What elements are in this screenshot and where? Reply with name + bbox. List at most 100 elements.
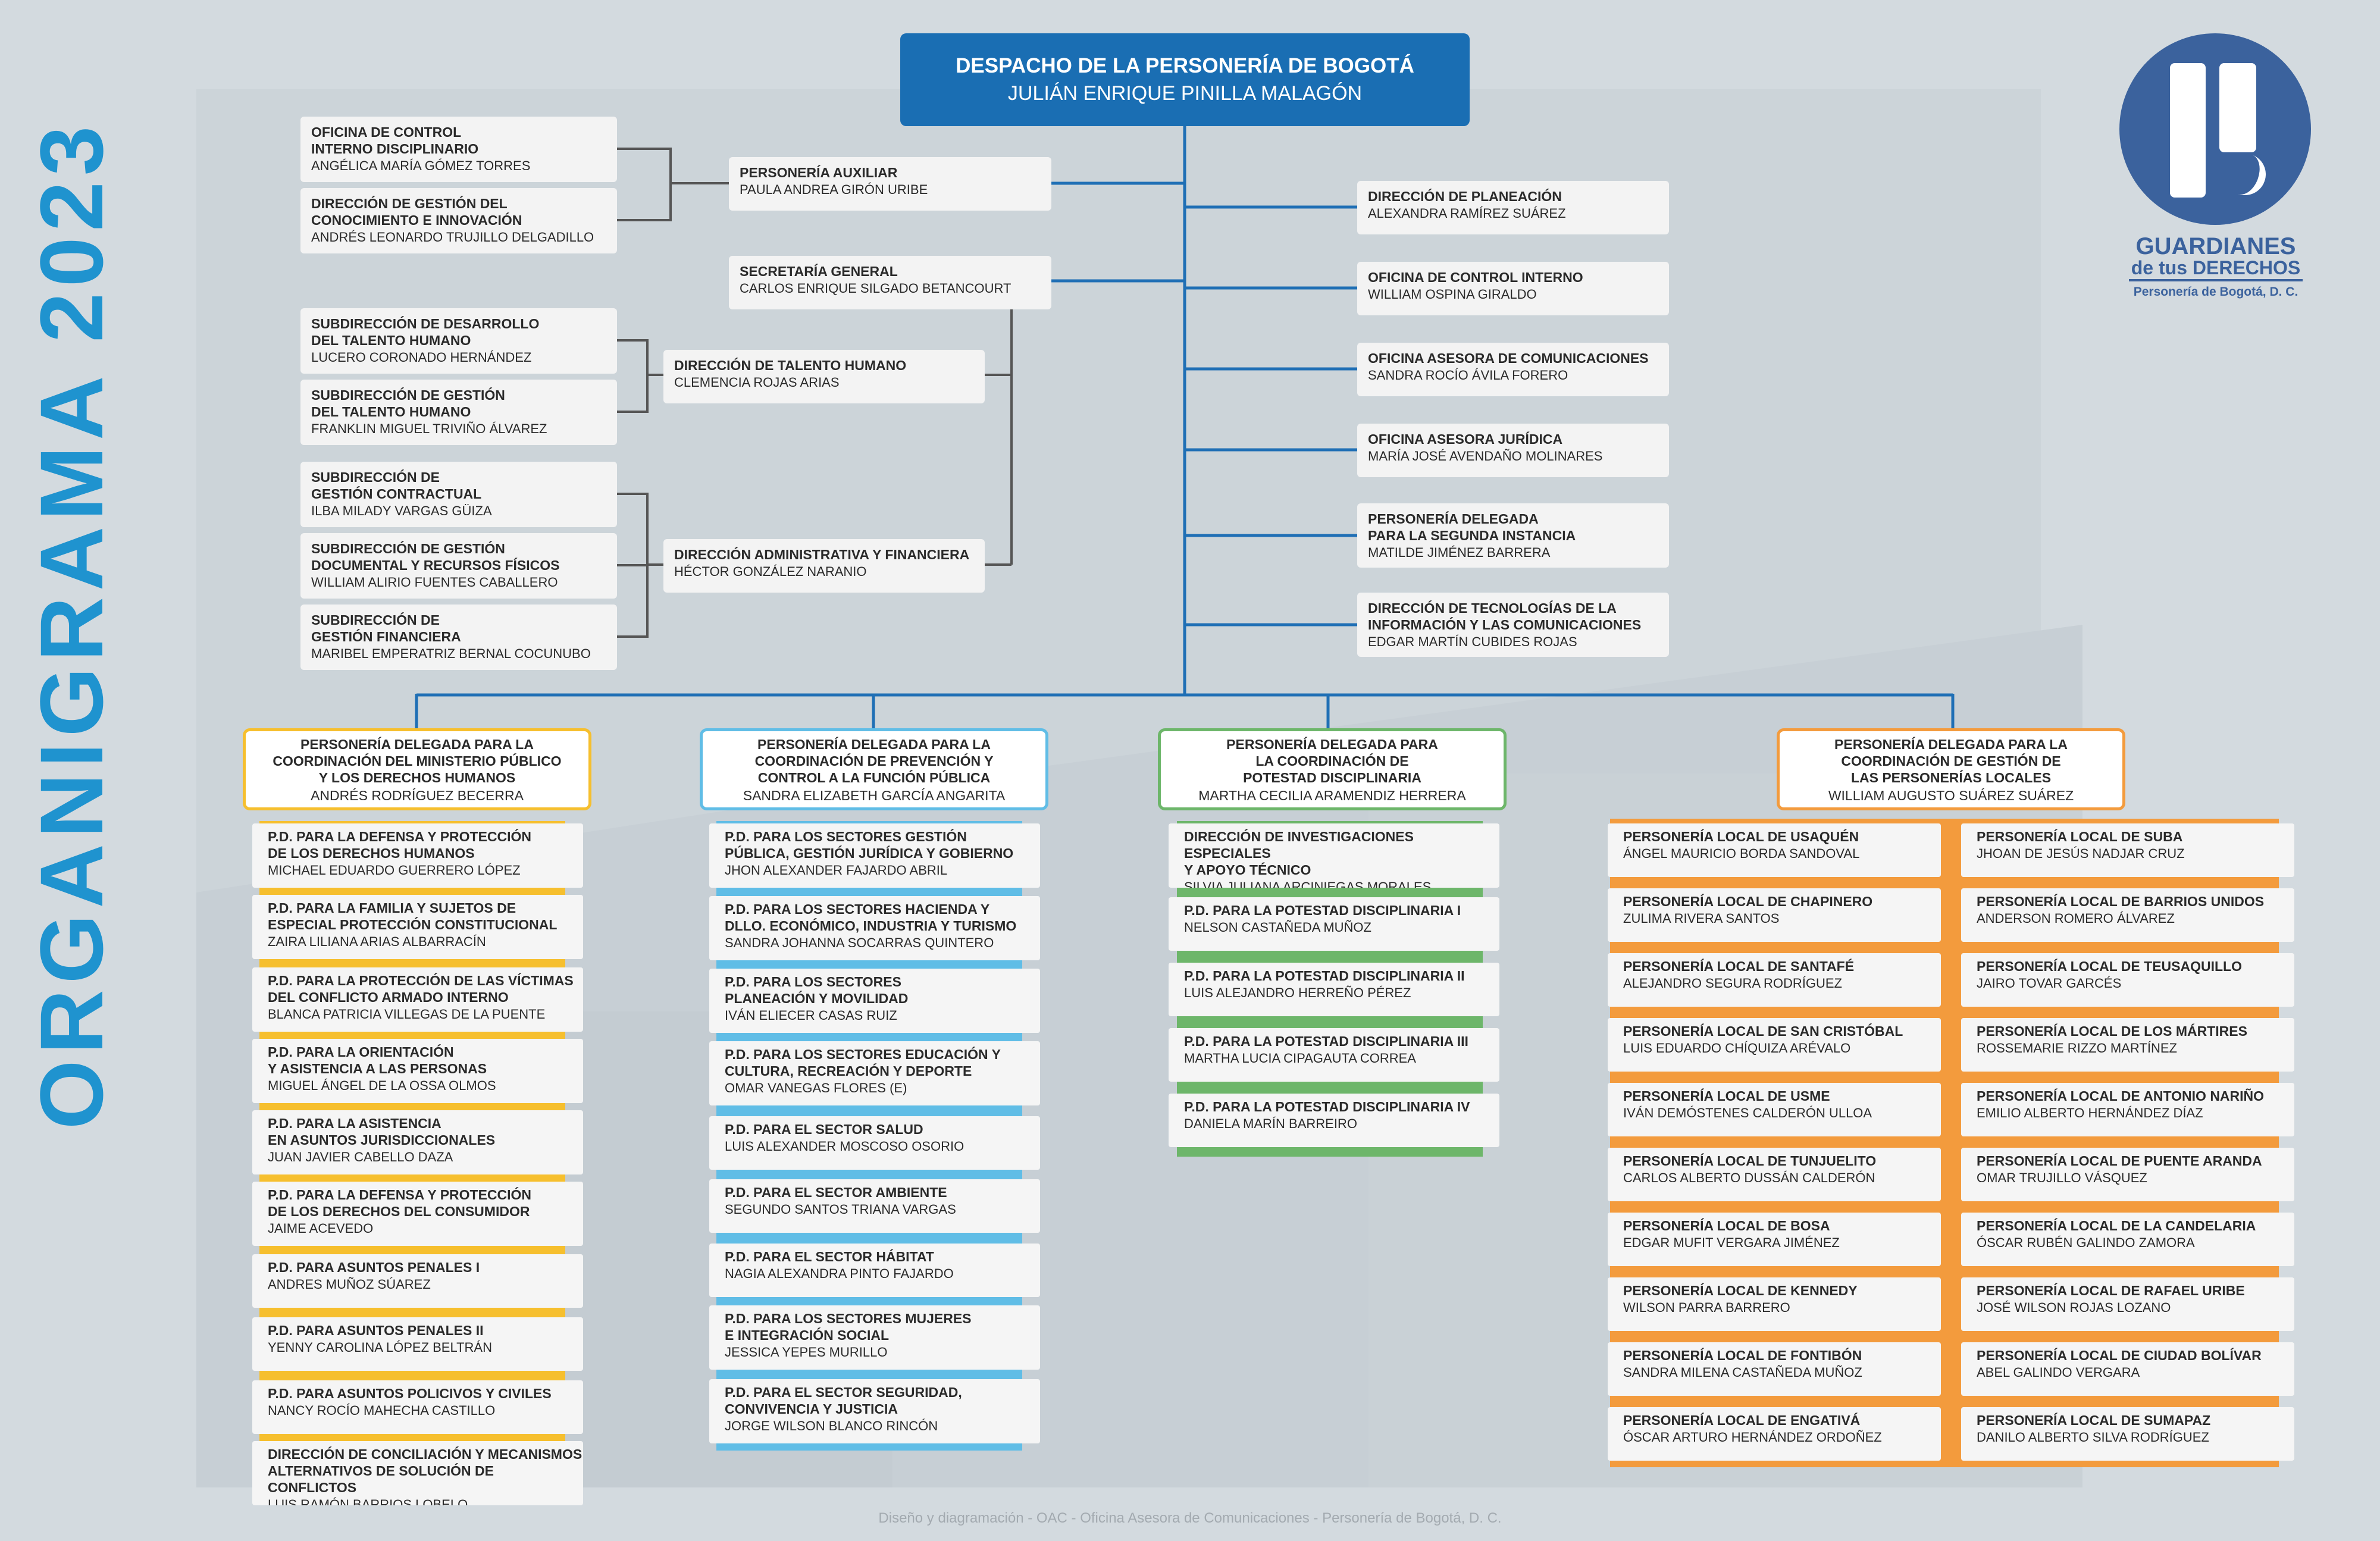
org-box-right-office: PERSONERÍA DELEGADA PARA LA SEGUNDA INST… <box>1357 503 1669 568</box>
brand-line-2: de tus DERECHOS <box>2131 257 2301 278</box>
box-title: OFICINA ASESORA JURÍDICA <box>1368 431 1563 447</box>
item-title: PERSONERÍA LOCAL DE LOS MÁRTIRES <box>1977 1023 2247 1039</box>
item-title: PERSONERÍA LOCAL DE USME <box>1623 1088 1830 1104</box>
box-title: SECRETARÍA GENERAL <box>740 264 898 279</box>
item-title: PERSONERÍA LOCAL DE SUMAPAZ <box>1977 1412 2211 1428</box>
item-title: P.D. PARA LOS SECTORES EDUCACIÓN Y CULTU… <box>725 1047 1001 1079</box>
item-title: PERSONERÍA LOCAL DE PUENTE ARANDA <box>1977 1153 2262 1169</box>
item-title: PERSONERÍA LOCAL DE KENNEDY <box>1623 1283 1858 1298</box>
logo-crescent <box>2218 148 2272 201</box>
vertical-title: ORGANIGRAMA 2023 <box>21 120 121 1130</box>
item-title: P.D. PARA LOS SECTORES MUJERES E INTEGRA… <box>725 1311 972 1343</box>
col1-item: P.D. PARA LA PROTECCIÓN DE LAS VÍCTIMAS … <box>252 967 583 1032</box>
item-name: MIGUEL ÁNGEL DE LA OSSA OLMOS <box>268 1078 496 1093</box>
col2-item: P.D. PARA LOS SECTORES HACIENDA Y DLLO. … <box>709 896 1040 960</box>
item-title: P.D. PARA LOS SECTORES GESTIÓN PÚBLICA, … <box>725 829 1014 861</box>
head-title: PERSONERÍA DELEGADA PARA LA COORDINACIÓN… <box>754 737 994 785</box>
box-name: MARIBEL EMPERATRIZ BERNAL COCUNUBO <box>311 646 591 661</box>
box-title: DIRECCIÓN DE TECNOLOGÍAS DE LA INFORMACI… <box>1368 600 1642 632</box>
box-name: WILLIAM OSPINA GIRALDO <box>1368 287 1537 302</box>
item-name: ZAIRA LILIANA ARIAS ALBARRACÍN <box>268 934 486 949</box>
box-name: MARÍA JOSÉ AVENDAÑO MOLINARES <box>1368 449 1603 463</box>
col2-item: P.D. PARA EL SECTOR SEGURIDAD, CONVIVENC… <box>709 1379 1040 1443</box>
item-name: CARLOS ALBERTO DUSSÁN CALDERÓN <box>1623 1170 1875 1185</box>
box-title: PERSONERÍA DELEGADA PARA LA SEGUNDA INST… <box>1368 511 1576 543</box>
col2-item: P.D. PARA LOS SECTORES EDUCACIÓN Y CULTU… <box>709 1041 1040 1105</box>
item-name: ABEL GALINDO VERGARA <box>1977 1365 2140 1380</box>
item-title: PERSONERÍA LOCAL DE USAQUÉN <box>1623 829 1859 844</box>
org-box-talento-humano: DIRECCIÓN DE TALENTO HUMANO CLEMENCIA RO… <box>663 350 985 403</box>
org-box-aux-child: OFICINA DE CONTROL INTERNO DISCIPLINARIO… <box>300 117 617 182</box>
item-title: P.D. PARA LA POTESTAD DISCIPLINARIA IV <box>1184 1099 1470 1114</box>
head-name: SANDRA ELIZABETH GARCÍA ANGARITA <box>743 788 1006 803</box>
item-title: PERSONERÍA LOCAL DE SANTAFÉ <box>1623 959 1855 974</box>
org-box-talento-child: SUBDIRECCIÓN DE DESARROLLO DEL TALENTO H… <box>300 308 617 374</box>
item-title: P.D. PARA EL SECTOR SEGURIDAD, CONVIVENC… <box>725 1385 962 1417</box>
org-box-admin-child: SUBDIRECCIÓN DE GESTIÓN DOCUMENTAL Y REC… <box>300 533 617 599</box>
brand-line-3: Personería de Bogotá, D. C. <box>2133 285 2298 299</box>
item-title: PERSONERÍA LOCAL DE BARRIOS UNIDOS <box>1977 894 2265 909</box>
box-title: PERSONERÍA AUXILIAR <box>740 165 898 180</box>
col2-item: P.D. PARA LOS SECTORES MUJERES E INTEGRA… <box>709 1305 1040 1370</box>
item-name: NELSON CASTAÑEDA MUÑOZ <box>1184 920 1371 935</box>
box-title: DIRECCIÓN DE GESTIÓN DEL CONOCIMIENTO E … <box>311 196 522 228</box>
item-name: SANDRA JOHANNA SOCARRAS QUINTERO <box>725 935 994 950</box>
despacho-name: JULIÁN ENRIQUE PINILLA MALAGÓN <box>1007 82 1363 105</box>
despacho-title: DESPACHO DE LA PERSONERÍA DE BOGOTÁ <box>956 54 1414 77</box>
org-box-talento-child: SUBDIRECCIÓN DE GESTIÓN DEL TALENTO HUMA… <box>300 380 617 445</box>
item-title: P.D. PARA ASUNTOS POLICIVOS Y CIVILES <box>268 1386 552 1401</box>
org-box-administrativa: DIRECCIÓN ADMINISTRATIVA Y FINANCIERA HÉ… <box>663 539 985 593</box>
box-title: DIRECCIÓN DE PLANEACIÓN <box>1368 189 1562 204</box>
item-name: ANDRES MUÑOZ SÚAREZ <box>268 1277 431 1292</box>
box-name: HÉCTOR GONZÁLEZ NARANIO <box>674 564 867 579</box>
col4-head: PERSONERÍA DELEGADA PARA LA COORDINACIÓN… <box>1777 728 2125 810</box>
item-title: P.D. PARA LA POTESTAD DISCIPLINARIA I <box>1184 903 1461 918</box>
box-name: FRANKLIN MIGUEL TRIVIÑO ÁLVAREZ <box>311 421 547 436</box>
item-title: PERSONERÍA LOCAL DE TUNJUELITO <box>1623 1153 1877 1169</box>
item-name: JORGE WILSON BLANCO RINCÓN <box>725 1418 938 1433</box>
box-title: DIRECCIÓN DE TALENTO HUMANO <box>674 358 907 373</box>
item-title: PERSONERÍA LOCAL DE ANTONIO NARIÑO <box>1977 1088 2265 1104</box>
col1-item: P.D. PARA LA ASISTENCIA EN ASUNTOS JURIS… <box>252 1110 583 1174</box>
org-box-admin-child: SUBDIRECCIÓN DE GESTIÓN FINANCIERA MARIB… <box>300 605 617 670</box>
item-name: ÓSCAR RUBÉN GALINDO ZAMORA <box>1977 1235 2195 1250</box>
box-title: SUBDIRECCIÓN DE DESARROLLO DEL TALENTO H… <box>311 316 540 348</box>
box-title: OFICINA ASESORA DE COMUNICACIONES <box>1368 350 1649 366</box>
item-name: NAGIA ALEXANDRA PINTO FAJARDO <box>725 1266 954 1281</box>
box-title: SUBDIRECCIÓN DE GESTIÓN CONTRACTUAL <box>311 469 482 502</box>
box-name: SANDRA ROCÍO ÁVILA FORERO <box>1368 368 1568 383</box>
item-title: P.D. PARA EL SECTOR HÁBITAT <box>725 1249 934 1264</box>
item-title: P.D. PARA LOS SECTORES PLANEACIÓN Y MOVI… <box>725 974 909 1006</box>
col2-head: PERSONERÍA DELEGADA PARA LA COORDINACIÓN… <box>700 728 1048 810</box>
head-name: MARTHA CECILIA ARAMENDIZ HERRERA <box>1198 788 1466 803</box>
item-name: IVÁN ELIECER CASAS RUIZ <box>725 1008 897 1023</box>
item-name: IVÁN DEMÓSTENES CALDERÓN ULLOA <box>1623 1105 1872 1120</box>
head-name: ANDRÉS RODRÍGUEZ BECERRA <box>311 788 524 803</box>
col2-item: P.D. PARA EL SECTOR HÁBITAT NAGIA ALEXAND… <box>709 1244 1040 1297</box>
col1-item: P.D. PARA LA FAMILIA Y SUJETOS DE ESPECI… <box>252 895 583 959</box>
col1-item: P.D. PARA LA DEFENSA Y PROTECCIÓN DE LOS… <box>252 1182 583 1246</box>
item-name: EDGAR MUFIT VERGARA JIMÉNEZ <box>1623 1235 1840 1250</box>
item-title: P.D. PARA EL SECTOR SALUD <box>725 1122 923 1137</box>
item-title: PERSONERÍA LOCAL DE RAFAEL URIBE <box>1977 1283 2245 1298</box>
box-name: ILBA MILADY VARGAS GÜIZA <box>311 503 492 518</box>
item-name: ANDERSON ROMERO ÁLVAREZ <box>1977 911 2175 926</box>
item-title: P.D. PARA EL SECTOR AMBIENTE <box>725 1185 947 1200</box>
item-name: ROSSEMARIE RIZZO MARTÍNEZ <box>1977 1041 2177 1055</box>
box-name: ANDRÉS LEONARDO TRUJILLO DELGADILLO <box>311 230 594 245</box>
item-name: SANDRA MILENA CASTAÑEDA MUÑOZ <box>1623 1365 1862 1380</box>
head-title: PERSONERÍA DELEGADA PARA LA COORDINACIÓN… <box>1226 737 1438 785</box>
